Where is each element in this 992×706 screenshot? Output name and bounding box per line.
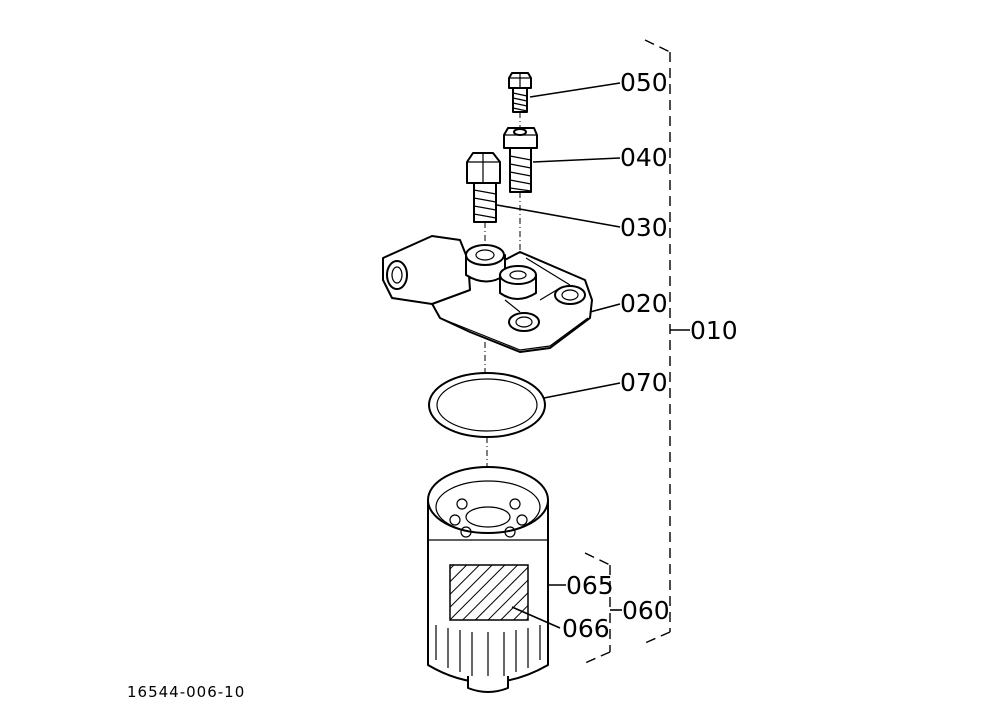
label-020: 020 (620, 289, 668, 318)
label-050: 050 (620, 68, 668, 97)
part-060-filter-cartridge (427, 466, 549, 693)
label-060: 060 (622, 596, 670, 625)
label-010: 010 (690, 316, 738, 345)
assembly-bracket-010 (644, 39, 690, 644)
leader-lines (496, 82, 621, 629)
part-020-filter-head (382, 235, 593, 372)
part-040-banjo-bolt (503, 127, 538, 265)
assembly-bracket-060 (584, 552, 622, 664)
label-066: 066 (562, 614, 610, 643)
drawing-code: 16544-006-10 (127, 683, 245, 701)
label-070: 070 (620, 368, 668, 397)
part-030-bolt (466, 152, 501, 248)
part-070-o-ring (428, 372, 546, 470)
label-030: 030 (620, 213, 668, 242)
part-050-small-bolt (508, 72, 532, 128)
label-040: 040 (620, 143, 668, 172)
label-065: 065 (566, 571, 614, 600)
